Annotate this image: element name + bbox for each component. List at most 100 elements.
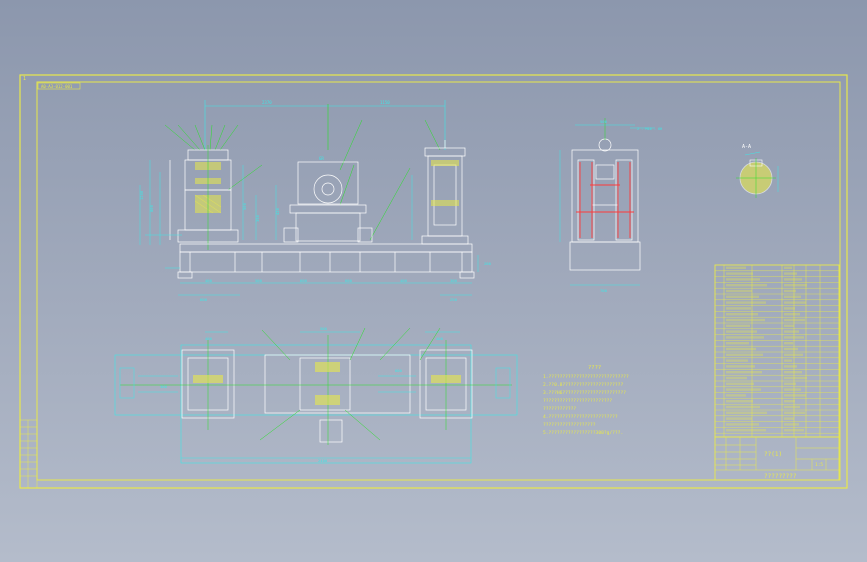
parts-row-text [726, 405, 760, 409]
parts-row-text [726, 266, 746, 269]
corner-mark: 1 [23, 76, 26, 82]
drawing-name: ??(1) [764, 451, 782, 458]
revision-strip [19, 419, 38, 489]
svg-text:2400: 2400 [318, 458, 328, 463]
parts-row-text [784, 278, 802, 281]
svg-text:500: 500 [320, 326, 328, 331]
svg-text:600: 600 [345, 278, 353, 283]
parts-row-text [726, 376, 747, 380]
svg-text:1150: 1150 [380, 100, 390, 105]
svg-text:400: 400 [400, 278, 408, 283]
parts-row-text [726, 417, 752, 420]
parts-row-text [726, 336, 764, 339]
parts-row-text [784, 376, 807, 380]
svg-text:500: 500 [600, 119, 608, 124]
note-line: ??????????????????? [543, 422, 596, 428]
svg-text:2370: 2370 [262, 100, 272, 105]
parts-row-text [784, 417, 794, 420]
note-line: 2.??0.8?????????????????????? [543, 382, 623, 388]
svg-text:300: 300 [160, 384, 168, 389]
drawing-scale: 1:5 [815, 462, 823, 468]
parts-row-text [784, 295, 801, 298]
parts-row-text [726, 278, 760, 281]
parts-row-text [726, 388, 761, 391]
svg-text:200: 200 [484, 261, 492, 266]
parts-row-text [784, 301, 806, 304]
parts-row-text [784, 289, 796, 293]
svg-text:1200: 1200 [139, 190, 144, 200]
parts-row-text [726, 313, 758, 316]
side-view: 500 700 2 - M16 - 6H [559, 118, 662, 293]
parts-row-text [784, 382, 796, 385]
parts-row-text [726, 400, 753, 403]
parts-row-text [784, 429, 804, 432]
parts-row-text [784, 324, 794, 327]
svg-text:300: 300 [450, 278, 458, 283]
parts-row-text [726, 365, 755, 368]
svg-text:420: 420 [275, 207, 280, 215]
parts-row-text [726, 423, 759, 426]
parts-row-text [726, 301, 766, 304]
svg-text:400: 400 [205, 278, 213, 283]
parts-row-text [726, 353, 763, 356]
svg-text:600: 600 [300, 278, 308, 283]
parts-row-text [784, 353, 803, 356]
front-view: 2370 1150 [139, 100, 492, 302]
parts-row-text [726, 330, 757, 333]
parts-row-text [784, 330, 799, 333]
svg-text:GR: GR [319, 156, 324, 161]
svg-text:400: 400 [436, 336, 444, 341]
sheet-frame: 1 A0-A3-012-001 [19, 74, 848, 489]
parts-row-text [726, 429, 766, 432]
parts-list [714, 264, 840, 438]
section-a-a: A-A [736, 144, 779, 198]
parts-row-text [784, 318, 805, 322]
parts-row-text [784, 272, 797, 275]
parts-row-text [726, 359, 748, 362]
parts-row-text [726, 289, 752, 293]
svg-text:2 - M16 - 6H: 2 - M16 - 6H [637, 127, 662, 131]
svg-text:500: 500 [242, 202, 247, 210]
parts-row-text [726, 371, 762, 374]
parts-row-text [784, 307, 795, 310]
parts-row-text [726, 324, 750, 327]
note-line: 5.?????????????????300?g/???. [543, 430, 623, 436]
parts-row-text [784, 365, 797, 368]
note-line: ????????????????????????? [543, 398, 612, 404]
svg-text:250: 250 [450, 297, 458, 302]
svg-text:350: 350 [255, 214, 260, 222]
parts-row-text [784, 313, 800, 316]
parts-row-text [784, 388, 801, 391]
drawing-number-tag: A0-A3-012-001 [41, 84, 73, 89]
parts-row-text [784, 347, 798, 351]
parts-row-text [726, 272, 753, 275]
parts-row-text [726, 307, 751, 310]
parts-row-text [784, 359, 792, 362]
parts-row-text [726, 382, 754, 385]
svg-text:600: 600 [395, 368, 403, 373]
note-line: 1.????????????????????????????? [543, 374, 629, 380]
parts-row-text [726, 342, 749, 345]
parts-row-text [784, 400, 795, 403]
parts-row-text [726, 295, 759, 298]
parts-row-text [726, 284, 767, 287]
title-block-footer: ????????? [764, 473, 797, 480]
parts-row-text [784, 336, 804, 339]
section-label: A-A [742, 144, 751, 150]
svg-text:600: 600 [200, 297, 208, 302]
svg-text:800: 800 [149, 204, 154, 212]
technical-notes: ???? 1.????????????????????????????? 2.?… [543, 365, 629, 436]
parts-row-text [784, 411, 805, 414]
parts-row-text [726, 411, 767, 414]
title-block: ??(1) 1:5 ????????? [714, 436, 840, 481]
notes-heading: ???? [588, 365, 601, 371]
parts-row-text [784, 405, 800, 409]
note-line: 3.???H6??????????????????????? [543, 390, 626, 396]
parts-row-text [726, 347, 756, 351]
note-line: ???????????? [543, 406, 576, 412]
svg-text:700: 700 [600, 288, 608, 293]
parts-row-text [784, 266, 792, 269]
parts-row-text [784, 342, 793, 345]
